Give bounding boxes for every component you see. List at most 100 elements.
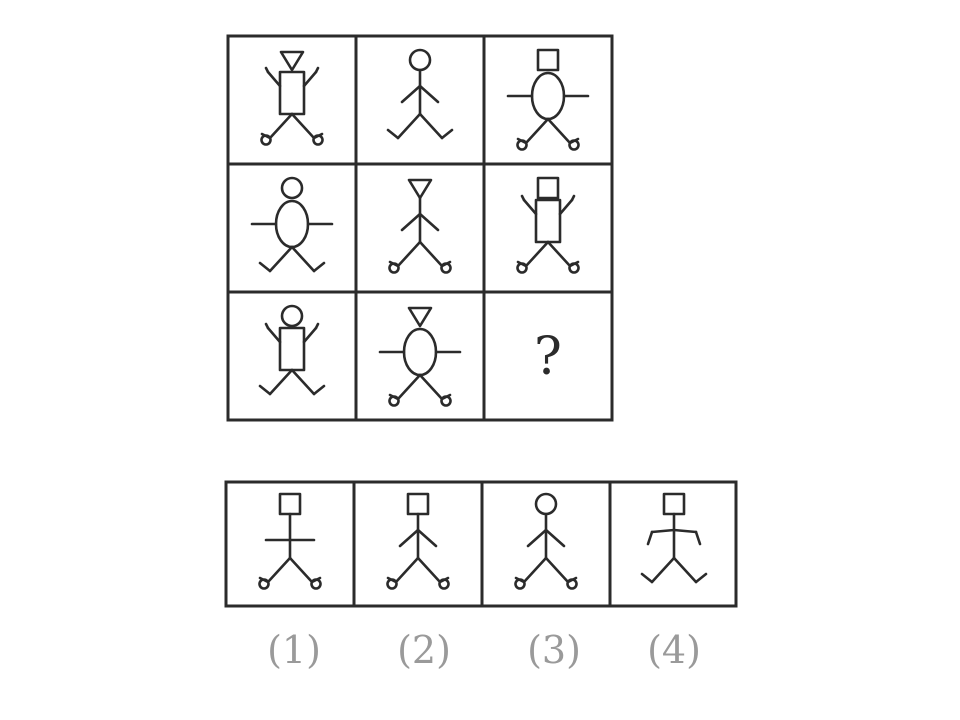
toe-right [438,576,450,584]
leg-left [650,556,676,584]
toe-right [310,576,322,584]
option-label-2[interactable]: (2) [397,628,451,672]
head-circle [408,48,432,72]
hand-left [520,194,526,202]
arm-left [522,198,538,216]
arm-left [400,84,422,104]
head-triangle [407,178,433,200]
arm-left [266,70,282,88]
leg-right [544,556,570,584]
leg-left [266,556,292,584]
option-figure-4 [640,492,708,584]
leg-left [394,556,420,584]
toe-left [516,137,528,145]
toe-left [386,128,400,140]
head-circle [534,492,558,516]
toe-left [260,132,272,140]
leg-right [416,556,442,584]
grid-figure-4 [250,176,334,273]
head-square [662,492,686,516]
toe-left [258,576,270,584]
toe-left [388,393,400,401]
arm-left [526,528,548,548]
toe-right [694,572,708,584]
leg-left [522,556,548,584]
toe-right [312,132,324,140]
arm-left [650,528,676,534]
hand-right [314,322,320,330]
leg-left [396,373,422,401]
arm-right [672,528,698,534]
body-rectangle [278,326,306,372]
hand-left [264,322,270,330]
toe-right [440,393,452,401]
leg-right [418,373,444,401]
toe-left [386,576,398,584]
head-circle [280,176,304,200]
arm-left [266,326,282,344]
hand-right [570,194,576,202]
head-square [536,48,560,72]
option-figure-1 [258,492,322,590]
grid-figure-5 [388,178,452,274]
option-figure-2 [386,492,450,590]
grid-figure-7 [258,304,326,396]
leg-right [418,112,444,140]
option-label-1[interactable]: (1) [267,628,321,672]
option-figure-3 [514,492,578,590]
answer-options [224,480,738,608]
hand-left [264,66,270,74]
leg-left [396,240,422,268]
toe-right [440,260,452,268]
toe-right [312,261,326,273]
question-mark: ? [534,327,562,387]
grid-figure-3 [506,48,590,151]
toe-left [640,572,654,584]
toe-right [568,137,580,145]
body-oval [274,199,310,249]
head-triangle [279,50,305,72]
leg-left [268,245,294,273]
body-rectangle [278,70,306,116]
head-circle [280,304,304,328]
arm-right [418,212,440,232]
arm-left [400,212,422,232]
arm-left [398,528,420,548]
leg-left [396,112,422,140]
arm-right [302,326,318,344]
toe-left [516,260,528,268]
toe-right [566,576,578,584]
toe-left [258,261,272,273]
head-square [278,492,302,516]
leg-right [672,556,698,584]
leg-right [290,368,316,396]
head-triangle [407,306,433,328]
arm-right [544,528,566,548]
grid-figure-8 [378,306,462,407]
grid-figure-1 [260,50,324,146]
grid-frame [226,34,614,422]
forearm-right [694,530,702,546]
leg-right [418,240,444,268]
body-oval [530,71,566,121]
leg-left [268,112,294,140]
leg-left [524,117,550,145]
arm-right [558,198,574,216]
toe-left [388,260,400,268]
leg-right [290,245,316,273]
leg-right [546,117,572,145]
body-oval [402,327,438,377]
toe-left [258,384,272,396]
leg-right [546,240,572,268]
arm-right [302,70,318,88]
option-label-3[interactable]: (3) [527,628,581,672]
forearm-left [646,530,654,546]
option-label-4[interactable]: (4) [647,628,701,672]
leg-left [524,240,550,268]
toe-right [568,260,580,268]
toe-right [312,384,326,396]
toe-right [440,128,454,140]
toe-left [514,576,526,584]
leg-right [290,112,316,140]
